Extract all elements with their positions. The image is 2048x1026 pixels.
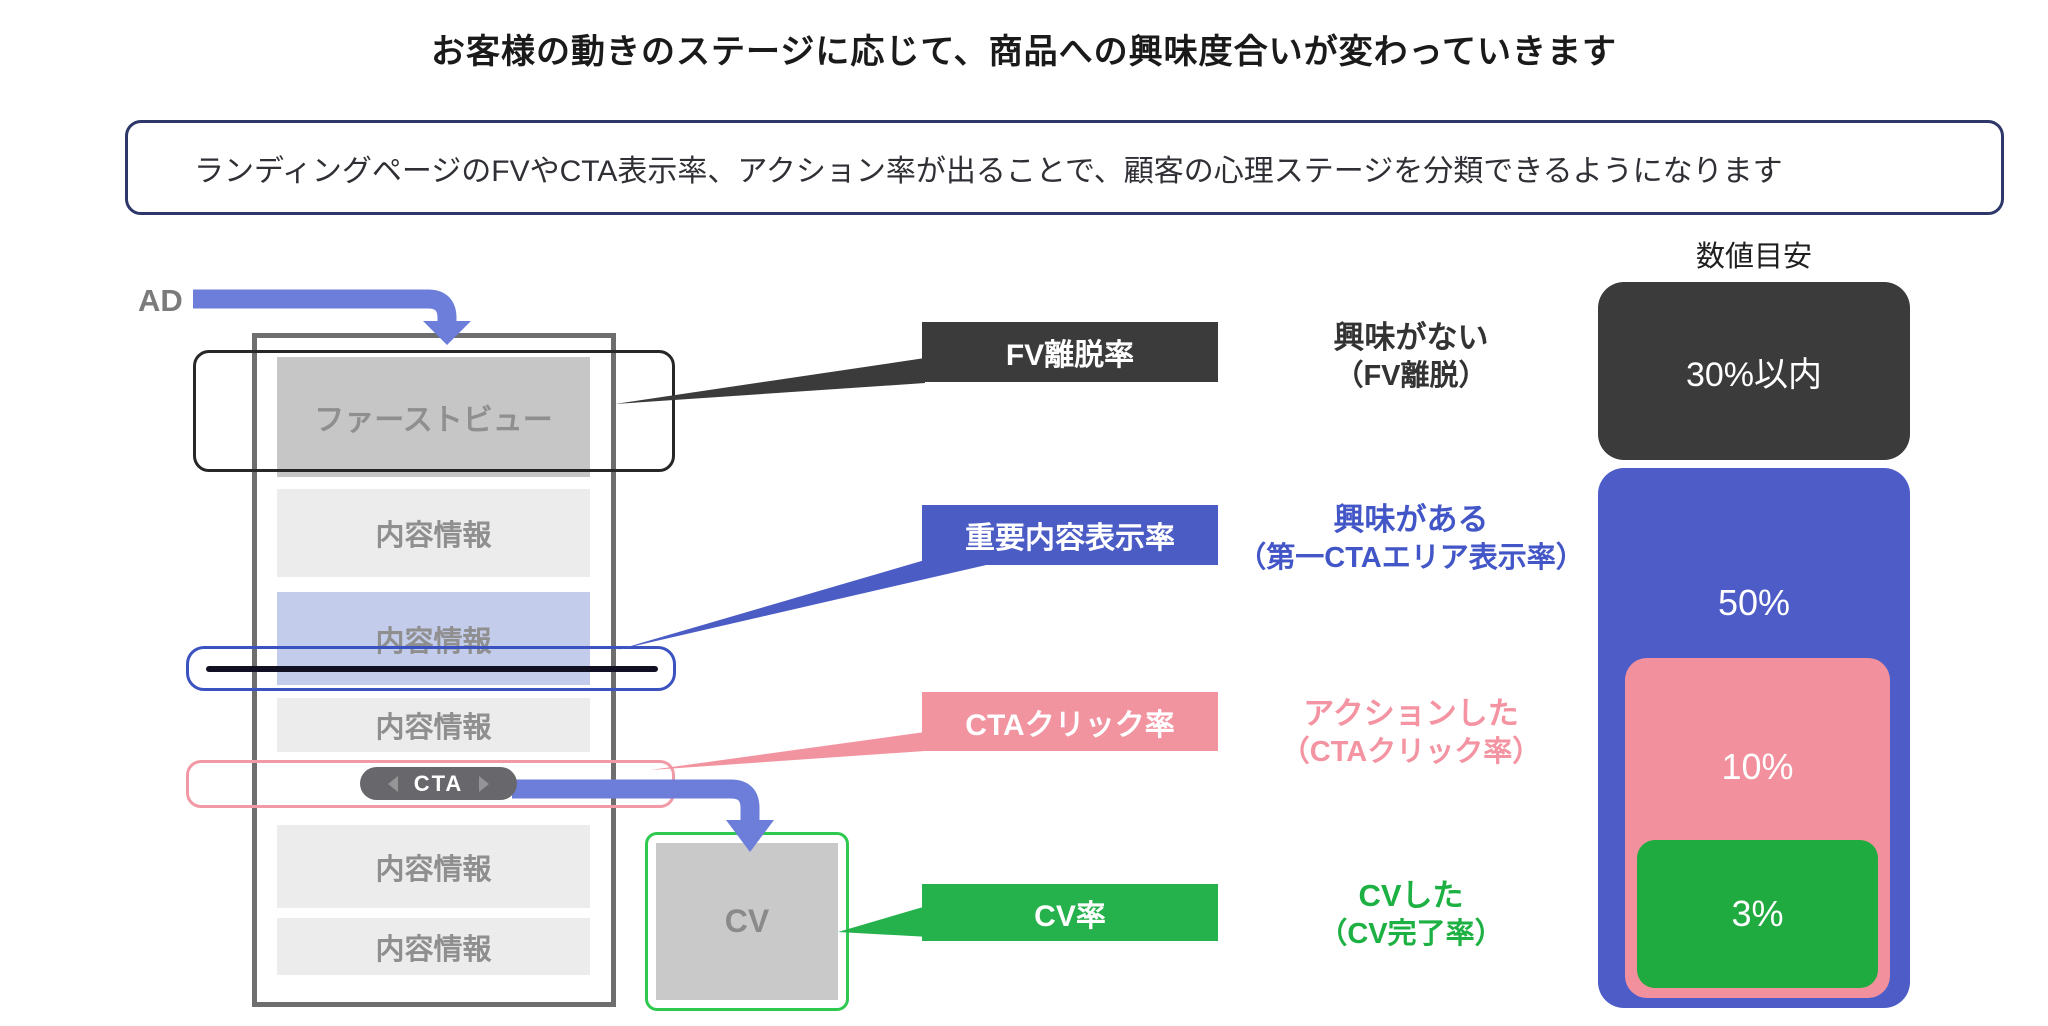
stage-line1: 興味がある (1333, 502, 1489, 537)
subtitle-text: ランディングページのFVやCTA表示率、アクション率が出ることで、顧客の心理ステ… (194, 154, 1783, 188)
cta-button-label: CTA (413, 770, 464, 796)
cta-button: CTA (360, 767, 517, 800)
cta-pill-left-decoration-icon (387, 775, 398, 792)
stage-line1: 興味がない (1333, 320, 1489, 355)
ad-label: AD (138, 283, 183, 318)
cv-rate-callout-tail (838, 905, 930, 937)
important-content-view-rate-label: 重要内容表示率 (922, 505, 1218, 565)
stage-line2: （FV離脱） (1334, 360, 1488, 392)
fv-highlight-outline (193, 350, 675, 472)
benchmark-cv: 3% (1637, 840, 1878, 988)
stage-action-taken: アクションした （CTAクリック率） (1205, 694, 1617, 772)
page-title: お客様の動きのステージに応じて、商品への興味度合いが変わっていきます (431, 33, 1617, 71)
cv-box: CV (645, 832, 849, 1011)
benchmark-action-value: 10% (1721, 746, 1794, 787)
benchmark-header: 数値目安 (1695, 241, 1812, 273)
subtitle-box: ランディングページのFVやCTA表示率、アクション率が出ることで、顧客の心理ステ… (125, 120, 2004, 215)
first-view-block: ファーストビュー (277, 357, 590, 477)
stage-no-interest: 興味がない （FV離脱） (1205, 318, 1617, 396)
content-block: 内容情報 (277, 489, 590, 577)
stage-interested: 興味がある （第一CTAエリア表示率） (1205, 500, 1617, 578)
cv-rate-label: CV率 (922, 884, 1218, 941)
stage-converted: CVした （CV完了率） (1205, 876, 1617, 954)
stage-line2: （CTAクリック率） (1280, 736, 1542, 768)
important-content-callout-tail (617, 560, 1008, 650)
scroll-depth-line (206, 666, 658, 672)
stage-line2: （CV完了率） (1318, 918, 1504, 950)
cta-click-rate-label: CTAクリック率 (922, 692, 1218, 751)
content-block: 内容情報 (277, 825, 590, 908)
cta-pill-right-decoration-icon (479, 775, 490, 792)
content-block: 内容情報 (277, 698, 590, 752)
benchmark-interested-value: 50% (1717, 582, 1791, 623)
ad-arrow (193, 289, 457, 323)
stage-line1: CVした (1358, 878, 1464, 913)
important-content-highlight-outline (186, 646, 676, 691)
cta-click-callout-tail (650, 732, 925, 770)
stage-line2: （第一CTAエリア表示率） (1237, 542, 1585, 574)
benchmark-interested: 50% 10% 3% (1598, 468, 1910, 1008)
benchmark-action: 10% 3% (1625, 658, 1890, 998)
fv-exit-rate-label: FV離脱率 (922, 322, 1218, 382)
benchmark-fv-exit: 30%以内 (1598, 282, 1910, 460)
stage-line1: アクションした (1303, 696, 1519, 731)
cv-box-label: CV (656, 843, 838, 1000)
content-block: 内容情報 (277, 918, 590, 975)
